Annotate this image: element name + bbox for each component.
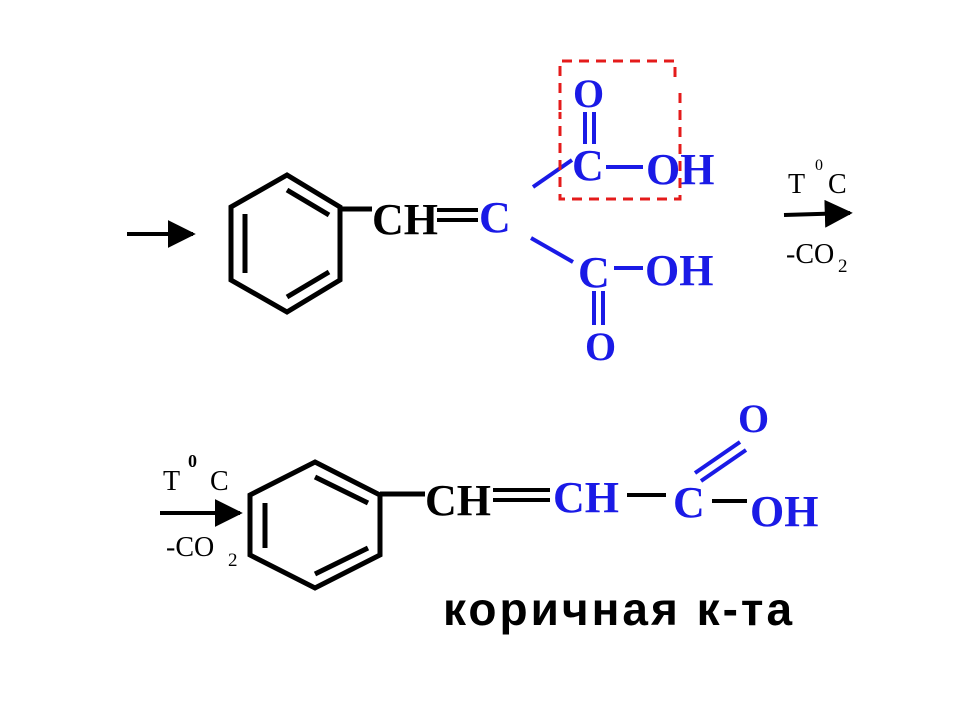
top-ch-label: CH — [372, 195, 438, 244]
top-conditions: T 0 C -CO 2 — [783, 157, 853, 277]
bottom-benzene-ring — [247, 459, 383, 591]
bottom-co-double-bond — [693, 440, 748, 483]
bottom-co2-sub: 2 — [228, 550, 238, 571]
bottom-conditions: T 0 C -CO 2 — [160, 451, 243, 571]
top-temp-c: C — [828, 169, 847, 200]
top-benzene-ring — [228, 172, 343, 315]
bottom-ch1-label: CH — [425, 476, 491, 525]
product-name: коричная к-та — [443, 583, 795, 635]
top-bond-lower — [530, 236, 574, 264]
bottom-temp-sup: 0 — [188, 451, 197, 471]
top-lower-carboxyl: C OH O — [578, 246, 713, 369]
bottom-ch2-label: CH — [553, 473, 619, 522]
top-co2-sub: 2 — [838, 256, 848, 277]
bottom-co2-label: -CO — [166, 532, 214, 563]
top-co2-label: -CO — [786, 239, 834, 270]
bottom-double-bond — [493, 488, 550, 502]
top-ch-c-double-bond — [437, 208, 478, 222]
top-lower-oh-label: OH — [645, 246, 713, 295]
top-lower-o-label: O — [585, 324, 616, 369]
top-lower-c-label: C — [578, 248, 610, 297]
top-temp-sup: 0 — [815, 157, 823, 174]
top-upper-c-label: C — [572, 141, 604, 190]
top-reaction: CH C O C OH C OH O — [127, 59, 853, 369]
top-central-c-label: C — [479, 193, 511, 242]
top-upper-o-label: O — [573, 71, 604, 116]
bottom-reaction: T 0 C -CO 2 CH CH C — [160, 396, 818, 635]
bottom-temp-c: C — [210, 466, 229, 497]
top-bond-upper — [531, 158, 574, 189]
highlight-box — [558, 59, 677, 110]
top-reaction-arrow — [783, 199, 853, 228]
top-temp-t: T — [788, 169, 805, 200]
bottom-temp-t: T — [163, 466, 180, 497]
bottom-c-label: C — [673, 478, 705, 527]
top-upper-carboxyl: O C OH — [572, 71, 714, 194]
bottom-o-label: O — [738, 396, 769, 441]
bottom-oh-label: OH — [750, 487, 818, 536]
